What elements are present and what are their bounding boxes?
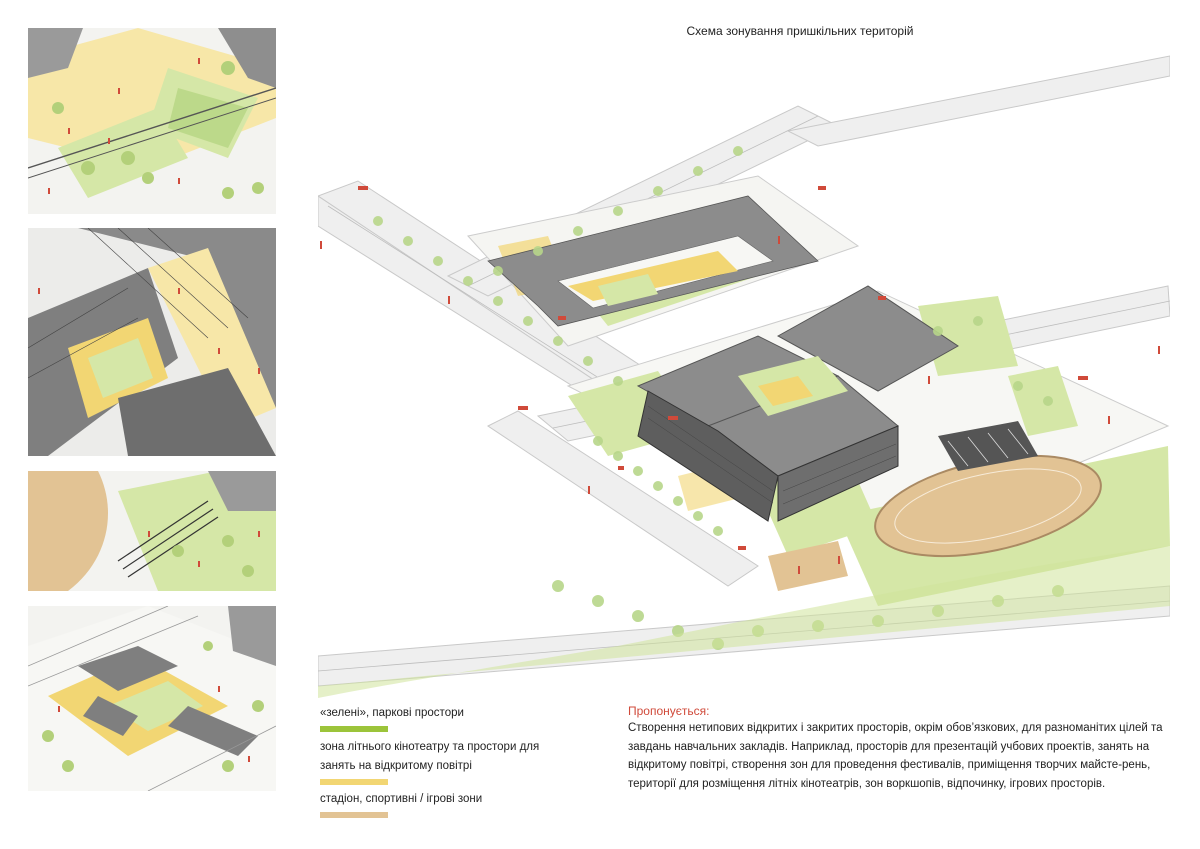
detail-view-1 — [28, 28, 276, 214]
detail-view-3 — [28, 471, 276, 591]
detail-view-4 — [28, 606, 276, 791]
diagram-title: Схема зонування пришкільних територій — [686, 24, 914, 38]
legend-label: зона літнього кінотеатру та простори для… — [320, 741, 540, 772]
legend-label: стадіон, спортивні / ігрові зони — [320, 793, 483, 805]
legend-item-park: «зелені», паркові простори — [320, 704, 464, 732]
detail-view-2 — [28, 228, 276, 456]
legend-swatch — [320, 726, 388, 732]
site-axonometric-plan — [318, 55, 1170, 698]
proposal-text: Створення нетипових відкритих і закритих… — [628, 722, 1163, 790]
proposal-block: Пропонується: Створення нетипових відкри… — [628, 704, 1173, 793]
legend-swatch — [320, 812, 388, 818]
legend-swatch — [320, 779, 388, 785]
legend-item-cinema: зона літнього кінотеатру та простори для… — [320, 738, 560, 785]
legend-item-sport: стадіон, спортивні / ігрові зони — [320, 790, 482, 818]
legend-label: «зелені», паркові простори — [320, 707, 464, 719]
proposal-heading: Пропонується: — [628, 704, 710, 718]
